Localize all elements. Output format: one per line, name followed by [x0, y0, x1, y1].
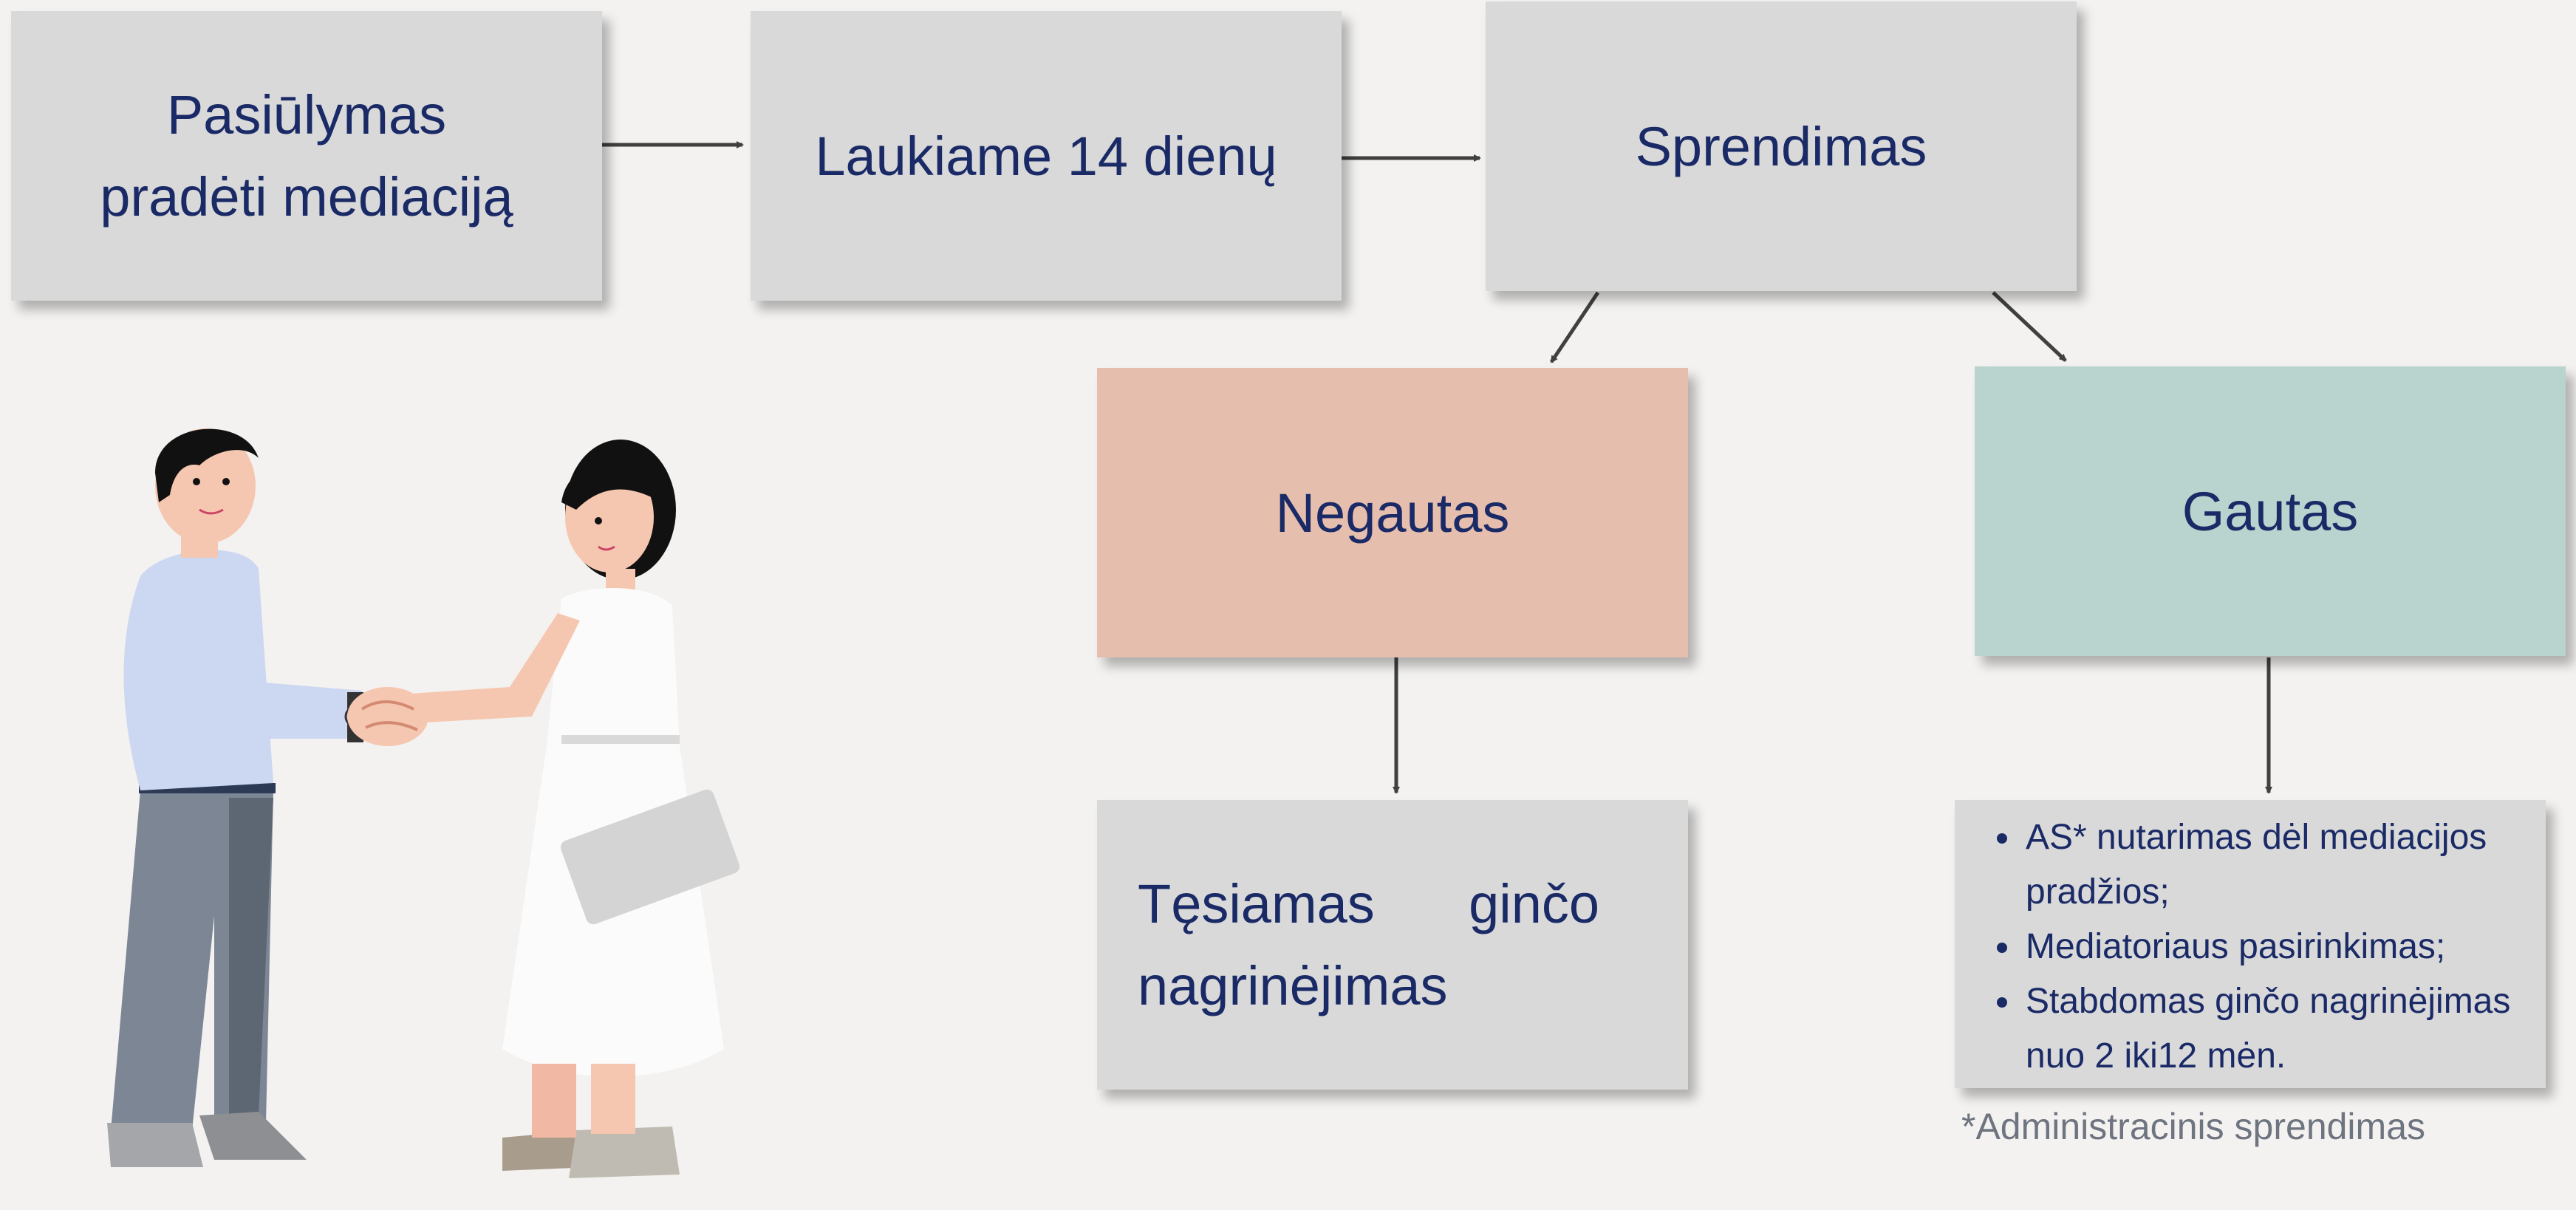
node-proposal-label: Pasiūlymas pradėti mediaciją — [100, 84, 513, 228]
handshake-illustration — [107, 428, 740, 1178]
footnote: *Administracinis sprendimas — [1961, 1106, 2426, 1147]
handshake-hands — [347, 687, 428, 746]
node-continue-label: Tęsiamas ginčo nagrinėjimas — [1138, 873, 1599, 1016]
outcome-item: AS* nutarimas dėl mediacijos pradžios; — [2023, 810, 2531, 920]
man-figure — [107, 428, 366, 1167]
arrow-decision-to-not-received — [1549, 291, 1600, 363]
node-not-received-label: Negautas — [1275, 482, 1510, 544]
node-decision-label: Sprendimas — [1635, 115, 1927, 177]
node-wait: Laukiame 14 dienų — [751, 11, 1342, 301]
node-wait-label: Laukiame 14 dienų — [815, 125, 1277, 187]
node-not-received: Negautas — [1097, 368, 1688, 657]
node-proposal: Pasiūlymas pradėti mediaciją — [11, 11, 602, 301]
woman-figure — [399, 440, 740, 1178]
outcome-item: Mediatoriaus pasirinkimas; — [2023, 920, 2531, 974]
node-continue: Tęsiamas ginčo nagrinėjimas — [1097, 800, 1688, 1090]
arrow-decision-to-received — [1992, 291, 2067, 362]
node-received-label: Gautas — [2182, 480, 2359, 542]
outcome-item: Stabdomas ginčo nagrinėjimas nuo 2 iki12… — [2023, 974, 2531, 1084]
outcomes-list: AS* nutarimas dėl mediacijos pradžios; M… — [1984, 810, 2531, 1084]
node-received: Gautas — [1975, 366, 2566, 656]
node-outcomes: AS* nutarimas dėl mediacijos pradžios; M… — [1955, 800, 2546, 1088]
node-decision: Sprendimas — [1486, 1, 2077, 291]
